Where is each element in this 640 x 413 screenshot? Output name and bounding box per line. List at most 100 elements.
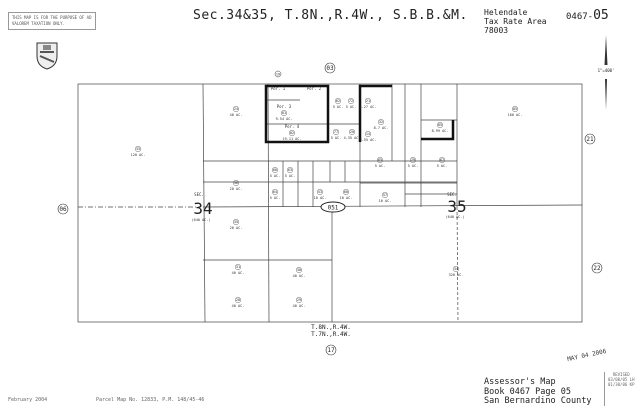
assessor-title: Assessor's Map (484, 377, 556, 387)
parcel-number: 05 (513, 107, 517, 111)
parcel-number-circle (287, 166, 294, 173)
parcel: 85 8.99 AC. (432, 121, 449, 133)
adjacent-page-refs: 03 19 06 21 22 17 (57, 62, 603, 356)
tax-rate-code: 78003 (484, 26, 509, 35)
parcel-number: 02 (290, 131, 294, 135)
parcel-acreage: 5 AC. (331, 136, 342, 140)
parcel: Por. 2 (307, 86, 322, 91)
township-south: T.7N.,R.4W. (311, 331, 351, 338)
parcel-acreage: 5 AC. (285, 174, 296, 178)
parcel-number-circle (365, 130, 372, 137)
parcel-acreage: 10 AC. (314, 196, 327, 200)
parcel-number-circle (439, 156, 446, 163)
parcel-acreage: 20 AC. (230, 226, 243, 230)
parcel-number-circle (378, 118, 385, 125)
parcel-number: 77 (334, 130, 338, 134)
revision-2: 01/30/06 KP (608, 382, 635, 387)
parcel-number-circle (296, 297, 303, 304)
parcel: 65 5 AC. (375, 156, 386, 168)
portion-label: Por. 3 (277, 104, 292, 109)
parcel-number-circle (377, 156, 384, 163)
adjacent-page-east-upper: 21 (586, 136, 594, 143)
north-arrow-icon (604, 35, 608, 110)
portion-label: Por. 4 (285, 124, 300, 129)
tax-rate-label: Tax Rate Area (484, 17, 547, 26)
parcel-number-circle (234, 297, 241, 304)
parcel-number: 20 (350, 130, 354, 134)
parcel-number: 65 (378, 158, 382, 162)
parcel-number: 66 (273, 168, 277, 172)
parcel: 63 5 AC. (285, 166, 296, 178)
parcel-number-circle (232, 218, 239, 225)
parcel: 625 AC. (333, 97, 343, 109)
book-page-number: 0467-05 (566, 8, 609, 23)
parcel-number-circle (343, 188, 350, 195)
parcel-number-circle (296, 267, 303, 274)
parcel-number: 85 (438, 123, 442, 127)
parcel-acreage: 19.11 AC. (283, 137, 302, 141)
highlighted-parcel (264, 84, 330, 144)
adjacent-page-east-lower: 22 (593, 265, 601, 272)
parcel-number-circle (349, 128, 356, 135)
parcel: 14 4.55 AC. (360, 130, 377, 142)
parcel-number-circle (365, 97, 372, 104)
parcel-acreage: 4.55 AC. (360, 138, 377, 142)
parcel-acreage: 10 AC. (340, 196, 353, 200)
parcel-acreage: 40 AC. (230, 113, 243, 117)
map-scale: 1"=400' (597, 68, 615, 73)
parcel: 675 AC. (437, 156, 447, 168)
parcel-number: 21 (366, 99, 370, 103)
parcel-acreage: 5 AC. (270, 174, 281, 178)
section-34-number: 34 (193, 199, 212, 218)
area-name: Helendale (484, 8, 528, 17)
parcel: 645 AC. (270, 188, 280, 200)
parcel-number-circle (232, 105, 239, 112)
section-35-number: 35 (447, 197, 466, 216)
parcel-number: 79 (411, 158, 415, 162)
parcel-number-circle (281, 109, 288, 116)
parcel: 24 40 AC. (230, 105, 243, 117)
county-seal-logo (34, 40, 60, 70)
section-35-area: (640 AC.) (446, 215, 465, 219)
adjacent-page-south: 17 (327, 347, 335, 354)
portion-label: Por. 2 (307, 86, 322, 91)
parcel-acreage: 4.27 AC. (360, 105, 377, 109)
parcel-number: 29 (297, 298, 301, 302)
parcel-number-circle (317, 188, 324, 195)
parcel: Por. 1 (271, 86, 286, 91)
parcel-number: 63 (288, 168, 292, 172)
parcel-acreage: 8.99 AC. (432, 129, 449, 133)
parcel-number-circle (335, 97, 342, 104)
parcel-number-circle (234, 264, 241, 271)
revision-box: REVISED 03/08/05 LH 01/30/06 KP (604, 372, 635, 406)
parcel: Por. 4 02 19.11 AC. (283, 124, 302, 141)
parcel-acreage: 5 AC. (375, 164, 386, 168)
parcel-acreage: 40 AC. (232, 304, 245, 308)
page-number: 05 (593, 8, 609, 23)
parcel-number-circle (272, 166, 279, 173)
tax-rate-area: Helendale Tax Rate Area 78003 (484, 8, 547, 35)
parcel-number: 32 (379, 120, 383, 124)
parcel-number: 24 (234, 107, 238, 111)
parcel-number-circle (289, 129, 296, 136)
parcel-number-circle (512, 105, 519, 112)
parcel: 725 AC. (346, 97, 356, 109)
portion-label: Por. 1 (271, 86, 286, 91)
map-boundary (77, 83, 583, 323)
parcel: 795 AC. (408, 156, 418, 168)
parcel-number: 33 (136, 147, 140, 151)
parcel-number: 14 (366, 132, 370, 136)
parcel-acreage: 10 AC. (379, 199, 392, 203)
parcel-number-circle (453, 266, 460, 273)
parcel-number-circle (437, 121, 444, 128)
